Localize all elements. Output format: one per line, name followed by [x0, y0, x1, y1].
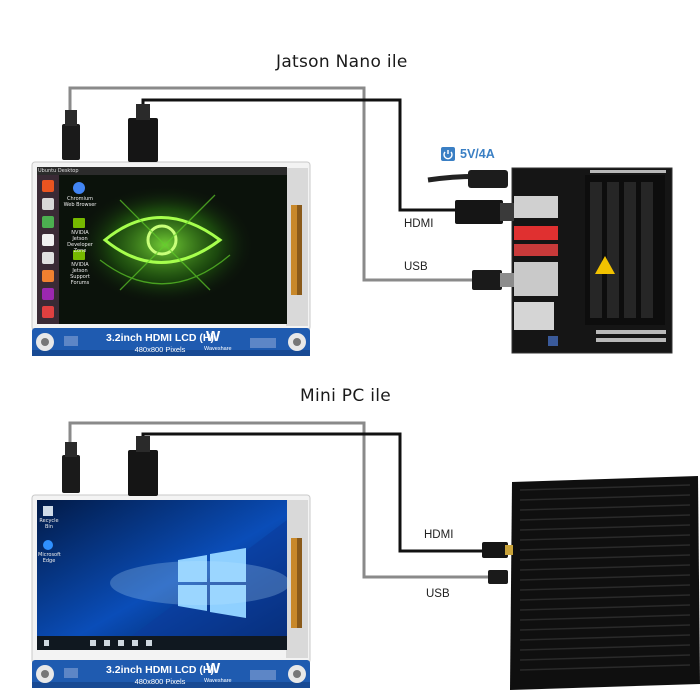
power-label: 5V/4A — [460, 147, 495, 161]
screen-topbar-title: Ubuntu Desktop — [38, 168, 79, 174]
lcd-title-2: 3.2inch HDMI LCD (H) — [106, 664, 214, 676]
usb-plug-2 — [62, 455, 80, 493]
lcd-pcb-1 — [32, 328, 310, 356]
nvidia-forum-icon — [73, 250, 85, 260]
nvidia-eye-logo — [102, 216, 223, 264]
windows-logo — [178, 548, 246, 618]
desktop-icon-recycle-bin: Recycle Bin — [39, 518, 59, 530]
section1-title: Jatson Nano ile — [276, 52, 408, 72]
desktop-icon-nvidia-forum: NVIDIA Jetson Support Forums — [70, 262, 90, 286]
launcher-icons — [42, 180, 54, 318]
lcd-label-2: 3.2inch HDMI LCD (H) 480x800 Pixels — [90, 664, 230, 688]
usb-label-2: USB — [426, 588, 450, 600]
waveshare-logo-2: W — [206, 660, 221, 677]
recycle-bin-icon — [43, 506, 53, 516]
hdmi-plug-minipc — [482, 542, 508, 558]
desktop-icon-nvidia-zone: NVIDIA Jetson Developer Zone — [67, 230, 93, 254]
usb-plug-jetson — [472, 270, 502, 290]
usb-label-1: USB — [404, 261, 428, 273]
usb-cable-1 — [68, 86, 472, 282]
usb-cable-2 — [68, 421, 488, 579]
lcd-resolution-2: 480x800 Pixels — [134, 677, 186, 686]
jetson-nano-board — [511, 167, 673, 354]
waveshare-logo-1: W — [206, 328, 221, 345]
brand-1: Waveshare — [204, 346, 232, 352]
section2-title: Mini PC ile — [300, 386, 392, 406]
nvidia-zone-icon — [73, 218, 85, 228]
lcd-pcb-2 — [32, 660, 310, 688]
usb-plug-1 — [62, 124, 80, 160]
mini-pc — [510, 476, 700, 690]
hdmi-label-2: HDMI — [424, 529, 454, 541]
lcd-label-1: 3.2inch HDMI LCD (H) 480x800 Pixels — [90, 332, 230, 356]
usb-plug-minipc — [488, 570, 508, 584]
desktop-icon-chromium: Chromium Web Browser — [63, 196, 97, 208]
lcd-resolution-1: 480x800 Pixels — [134, 345, 186, 354]
hdmi-plug-2 — [128, 450, 158, 496]
lcd-title-1: 3.2inch HDMI LCD (H) — [106, 332, 214, 344]
desktop-icon-edge: Microsoft Edge — [38, 552, 61, 564]
edge-icon — [43, 540, 53, 550]
power-plug — [468, 170, 508, 188]
hdmi-label-1: HDMI — [404, 218, 434, 230]
taskbar — [37, 636, 287, 650]
brand-2: Waveshare — [204, 678, 232, 684]
hdmi-plug-1 — [128, 118, 158, 162]
chromium-icon — [73, 182, 85, 194]
hdmi-plug-jetson — [455, 200, 503, 224]
